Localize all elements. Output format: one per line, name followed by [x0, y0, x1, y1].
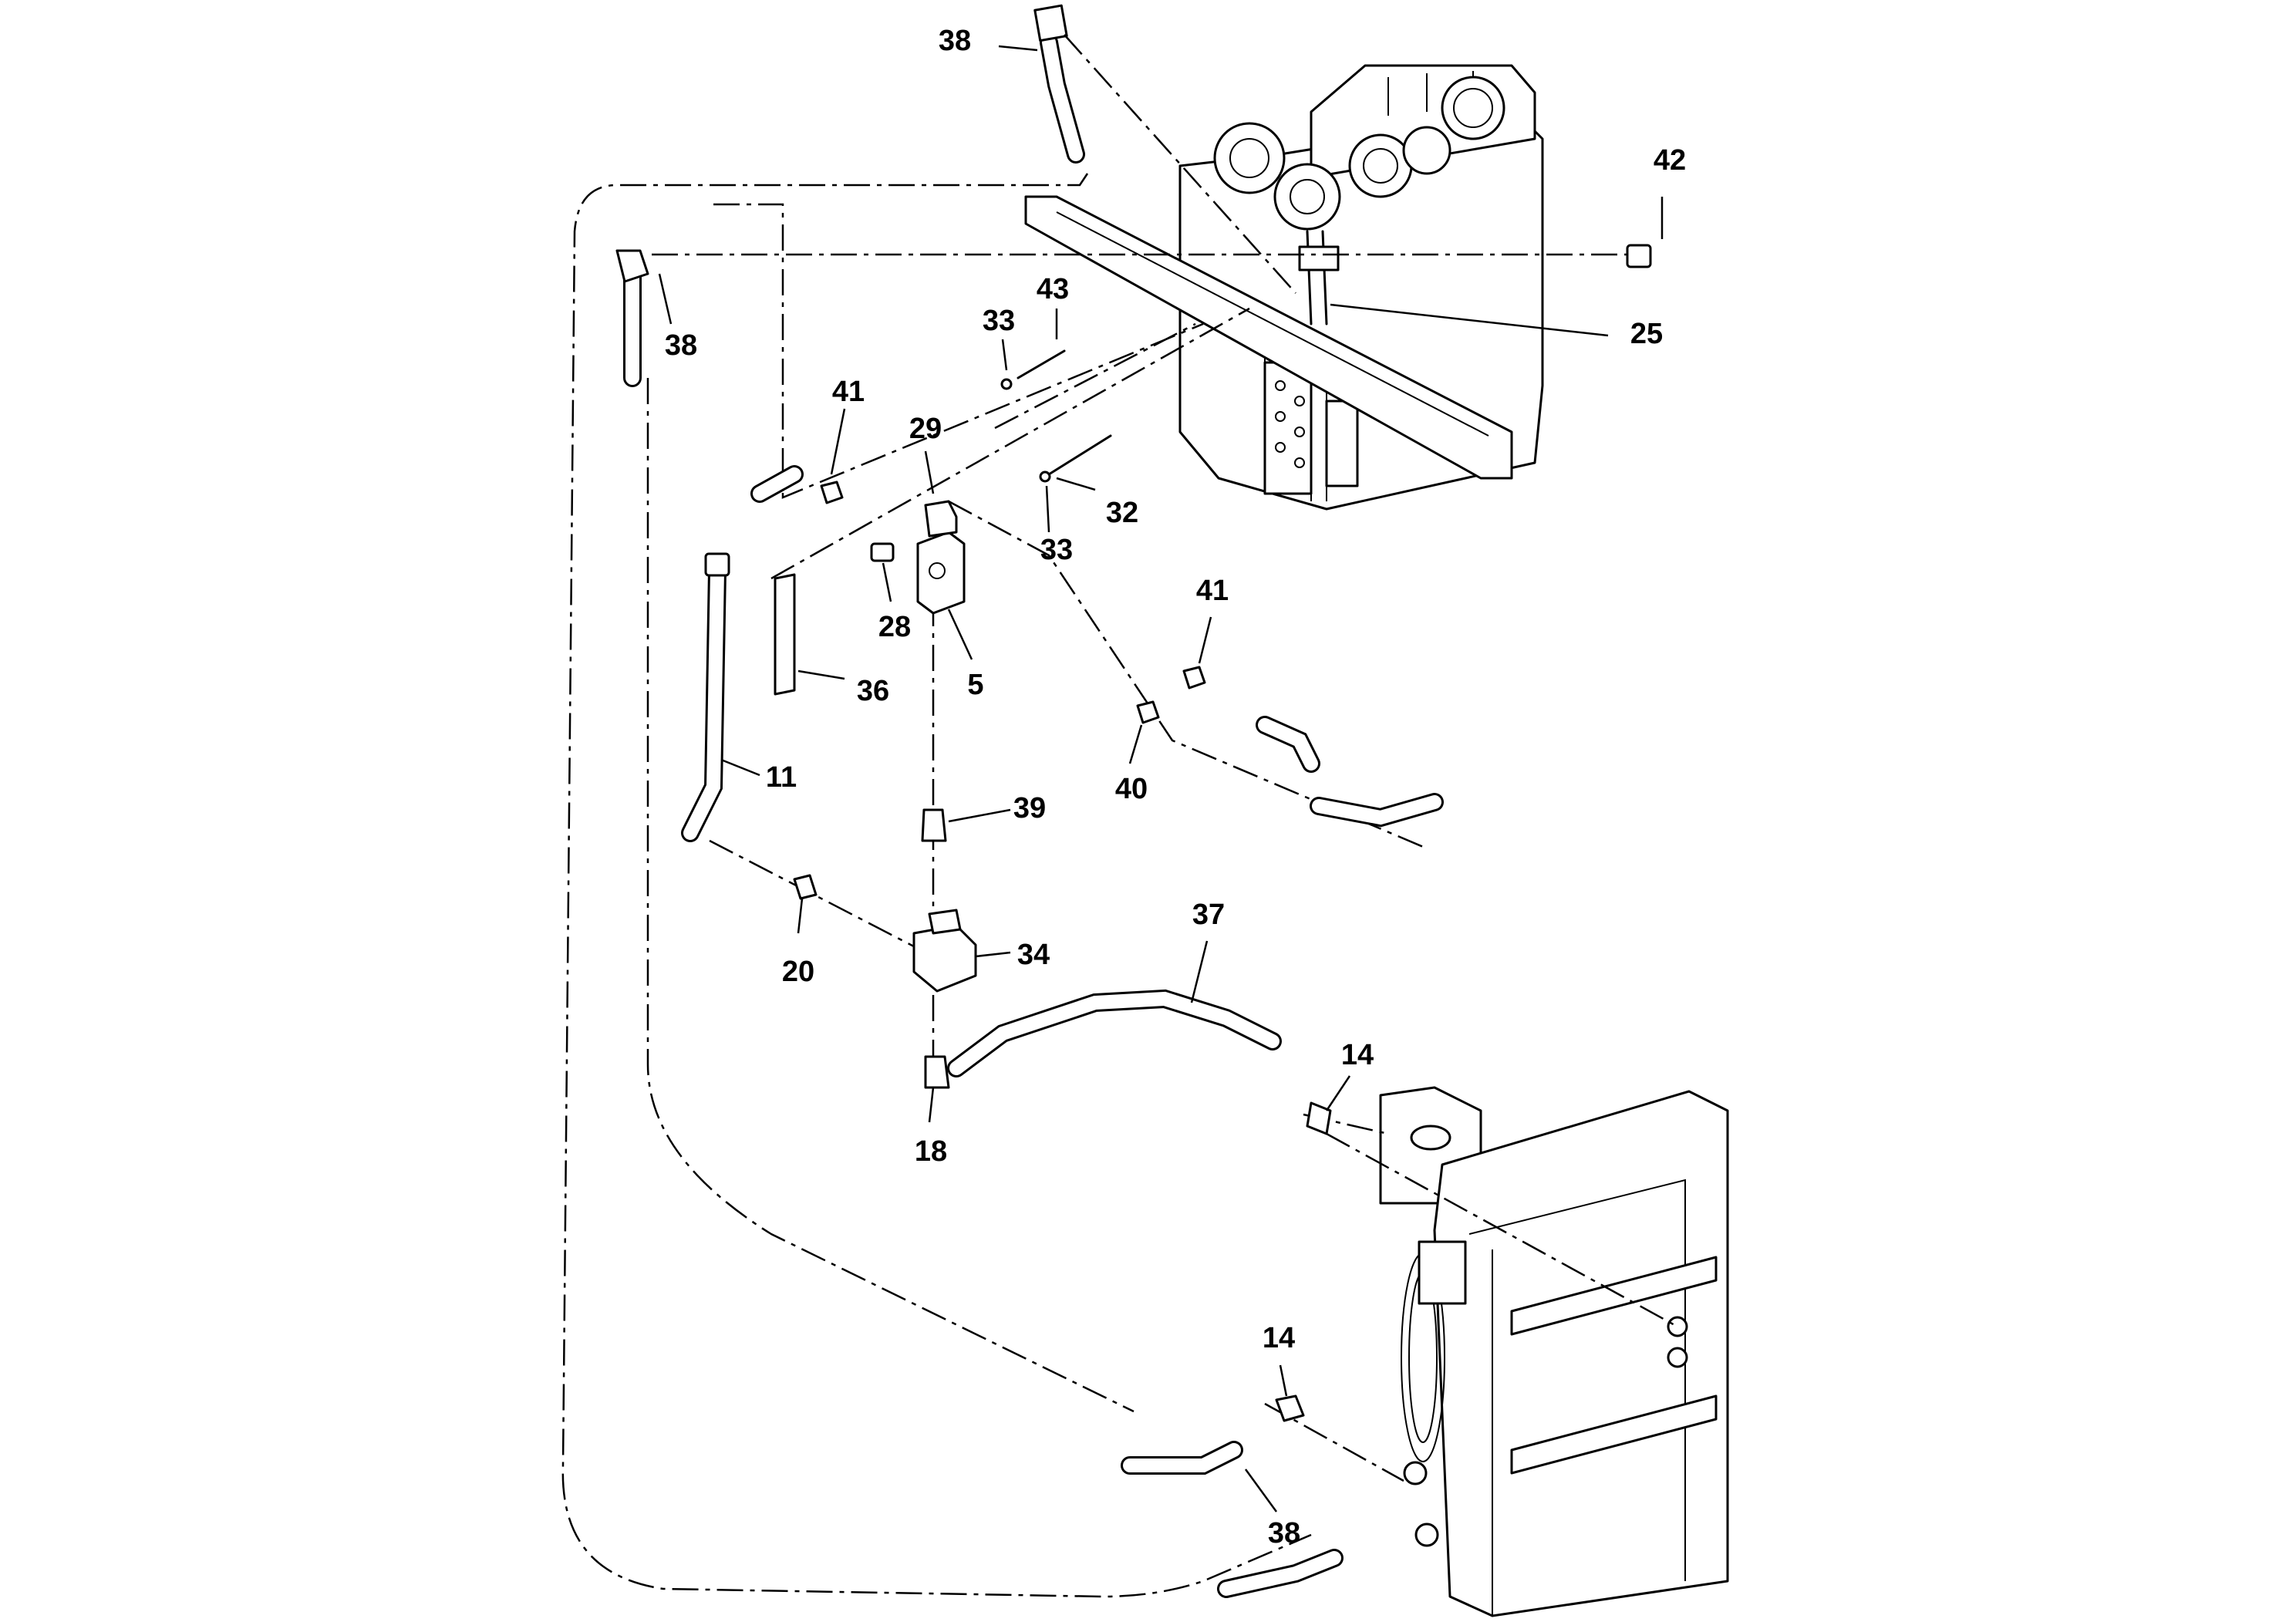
callout-42: 42 [1654, 144, 1686, 177]
callout-32: 32 [1106, 497, 1138, 529]
callout-28: 28 [878, 611, 911, 643]
callout-38-low: 38 [1268, 1517, 1300, 1549]
callout-41-right: 41 [1196, 575, 1229, 607]
callout-34: 34 [1017, 939, 1050, 971]
callout-39: 39 [1013, 792, 1046, 824]
callout-36: 36 [857, 675, 889, 707]
callout-43: 43 [1037, 273, 1069, 305]
callout-14-mid: 14 [1341, 1039, 1374, 1071]
leader-lines [658, 45, 1664, 1512]
callout-5: 5 [967, 669, 983, 701]
callout-20: 20 [782, 956, 814, 988]
callout-18: 18 [915, 1135, 947, 1168]
hydraulic-tank [1024, 64, 1544, 511]
callout-25: 25 [1630, 318, 1663, 350]
callout-40: 40 [1115, 773, 1148, 805]
callout-14-low: 14 [1263, 1322, 1295, 1354]
oil-cooler [1379, 1086, 1729, 1617]
valve-assembly [681, 244, 1652, 1598]
callout-11: 11 [766, 761, 797, 794]
callout-33-mid: 33 [1040, 534, 1073, 566]
assembly-lines [652, 34, 1678, 1482]
callout-labels: 38 38 42 25 43 33 41 29 32 33 28 5 36 41… [665, 25, 1686, 1549]
callout-38-left: 38 [665, 329, 697, 362]
callout-33-top: 33 [983, 305, 1015, 337]
callout-41-left: 41 [832, 376, 865, 408]
callout-37: 37 [1192, 899, 1225, 931]
callout-38-top: 38 [939, 25, 971, 57]
callout-29: 29 [909, 413, 942, 445]
return-hose-path [561, 4, 1312, 1598]
